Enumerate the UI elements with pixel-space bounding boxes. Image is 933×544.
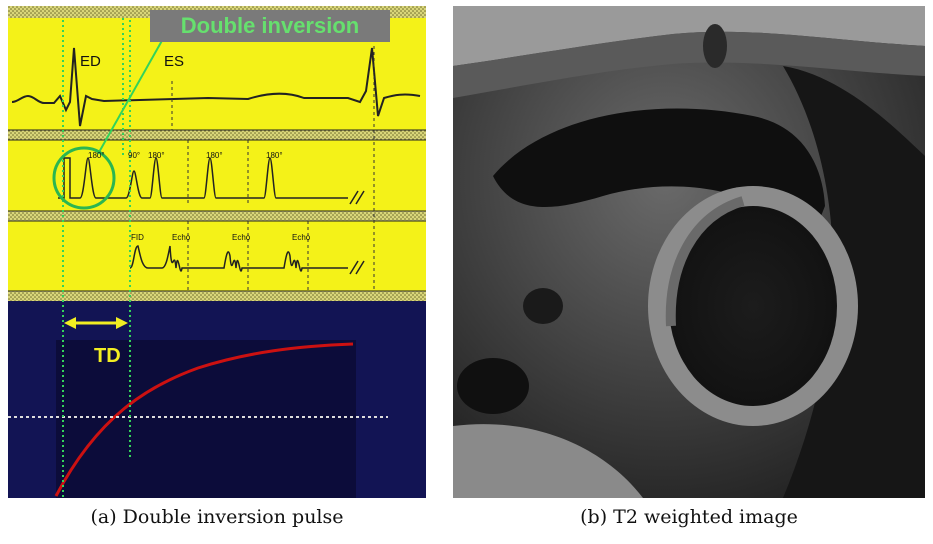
separator-band-1: [8, 130, 426, 140]
es-label: ES: [164, 53, 184, 70]
chest-wall-muscle: [453, 31, 925, 98]
yellow-background: [8, 6, 426, 296]
signal-row: [129, 245, 365, 275]
t2-weighted-mri-image: [453, 6, 925, 498]
echo-label-2: Echo: [232, 233, 251, 242]
echo-label-1: Echo: [172, 233, 191, 242]
rf-pulse-row: [58, 157, 365, 205]
lv-cavity: [669, 206, 837, 406]
td-arrow: [64, 317, 128, 329]
fid-label: FID: [131, 233, 144, 242]
separator-band-2: [8, 211, 426, 221]
timing-markers: [171, 46, 375, 291]
ed-label: ED: [80, 53, 101, 70]
aorta-dark: [457, 358, 529, 414]
deg90-label: 90°: [128, 151, 140, 160]
vessel-dark: [523, 288, 563, 324]
deg180-label-b: 180°: [148, 151, 165, 160]
deg180-label-c: 180°: [206, 151, 223, 160]
banner-text: Double inversion: [181, 13, 359, 38]
deg180-label-a: 180°: [88, 151, 105, 160]
dark-region: [493, 108, 825, 236]
echo-label-3: Echo: [292, 233, 311, 242]
separator-band-3: [8, 291, 426, 301]
deg180-label-d: 180°: [266, 151, 283, 160]
caption-a: (a) Double inversion pulse: [90, 506, 344, 528]
recovery-curve: [54, 342, 354, 497]
td-label: TD: [94, 345, 121, 367]
septal-wall: [665, 196, 745, 327]
banner-pointer: [97, 29, 169, 155]
ecg-trace: [11, 47, 421, 127]
double-inversion-diagram: Double inversion ED ES 180° 90° 180° 180…: [8, 6, 426, 498]
lower-tissue: [453, 424, 643, 498]
double-inversion-highlight-circle: [52, 146, 116, 210]
green-guides: [62, 18, 131, 498]
caption-b: (b) T2 weighted image: [580, 506, 798, 528]
small-structure: [703, 24, 727, 68]
chest-wall-fat: [453, 6, 925, 66]
banner-box: [150, 10, 390, 42]
